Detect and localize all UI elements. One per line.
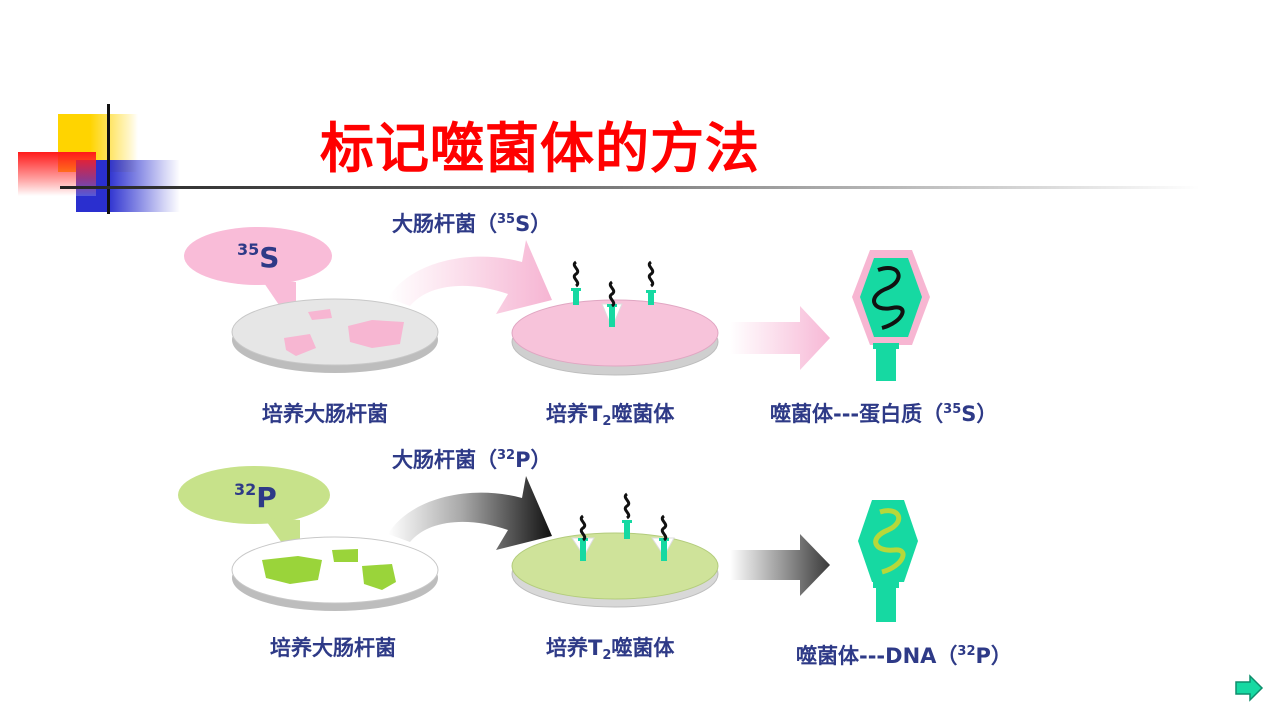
- phage-icon: [571, 260, 581, 305]
- dish-phage-p: [511, 532, 719, 608]
- phage-icon: [651, 514, 675, 561]
- step2-label-p: 培养T2噬菌体: [546, 636, 675, 663]
- result-label-p: 噬菌体---DNA（32P）: [796, 644, 1012, 668]
- arrow-label-p: 大肠杆菌（32P）: [392, 448, 552, 472]
- straight-arrow-s: [730, 306, 830, 370]
- arrow-label-s: 大肠杆菌（35S）: [392, 212, 552, 236]
- step1-label-p: 培养大肠杆菌: [270, 636, 396, 660]
- curved-arrow-s: [388, 240, 552, 314]
- right-arrow-icon[interactable]: [1235, 674, 1264, 702]
- phage-dna-labeled: [858, 500, 918, 622]
- phage-icon: [646, 260, 656, 305]
- result-label-s: 噬菌体---蛋白质（35S）: [770, 402, 998, 426]
- dish-bacteria-s: [231, 298, 439, 373]
- phage-icon: [601, 280, 623, 330]
- isotope-s-label: 35S: [237, 240, 280, 274]
- dish-phage-s: [511, 299, 719, 376]
- step2-label-s: 培养T2噬菌体: [546, 402, 675, 429]
- vertical-rule: [107, 104, 110, 214]
- curved-arrow-p: [388, 476, 552, 550]
- step1-label-s: 培养大肠杆菌: [262, 402, 388, 426]
- straight-arrow-p: [730, 534, 830, 596]
- phage-protein-labeled: [852, 250, 930, 381]
- page-title: 标记噬菌体的方法: [320, 117, 760, 180]
- isotope-p-label: 32P: [234, 480, 277, 514]
- phage-icon: [571, 514, 595, 561]
- dish-bacteria-p: [231, 536, 439, 611]
- title-underline: [60, 186, 1200, 189]
- phage-icon: [622, 492, 632, 539]
